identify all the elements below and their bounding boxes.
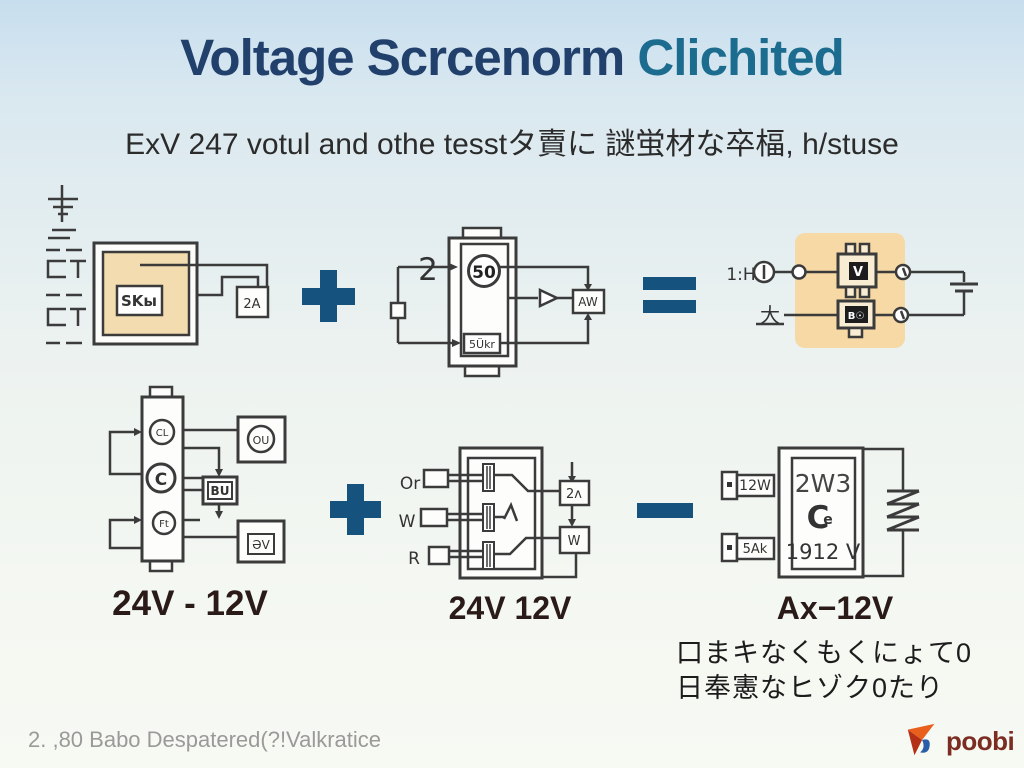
out1-label: 2ʌ	[566, 487, 582, 502]
cell3-label: Ft	[159, 519, 169, 530]
notes-line-1: 口まキなくもくにょて0	[676, 638, 973, 668]
ground-label: 大	[760, 303, 780, 327]
chip-v-label: V	[853, 265, 863, 280]
rating-bottom-label: 1912 V	[786, 540, 861, 564]
source-label: 1:H	[726, 265, 755, 285]
caption-right: Ax−12V	[776, 590, 894, 626]
circuit-top-right: 1:H V 大 B☉	[726, 233, 978, 348]
caption-middle: 24V 12V	[448, 590, 572, 626]
shunt-label: 5Ükr	[469, 338, 495, 351]
out2-label: W	[568, 534, 581, 549]
chip-b-label: B☉	[848, 311, 865, 322]
title-main: Voltage Scrcenorm	[180, 29, 625, 86]
conn1-label: 12W	[739, 478, 771, 494]
page-title: Voltage Scrcenorm Clichited	[0, 28, 1024, 87]
brand-logo: poobi	[903, 722, 1015, 760]
brand-logo-text: poobi	[946, 725, 1015, 756]
notes-line-2: 日奉憲なヒゾク0たり	[676, 673, 945, 703]
in3-label: R	[408, 549, 420, 569]
box-9v-label: ƏV	[252, 538, 270, 552]
brand-logo-icon	[907, 723, 935, 756]
title-accent: Clichited	[637, 29, 844, 86]
circuit-bottom-middle: Or W R 2ʌ W	[399, 446, 591, 580]
equals-icon	[643, 277, 696, 313]
box-ou-label: OU	[253, 434, 270, 447]
ground-symbol-column	[46, 185, 86, 345]
in2-label: W	[399, 512, 416, 532]
chip-label: SKы	[121, 292, 157, 310]
in1-label: Or	[400, 474, 420, 494]
circuit-bottom-right: 2W3 C e 1912 V 12W 5Ak	[720, 446, 920, 579]
circuit-top-middle: 50 5Ükr 2 AW	[389, 226, 606, 378]
input-label: 2	[418, 252, 438, 288]
circuit-bottom-left: CL C Ft OU BU ƏV	[108, 385, 287, 573]
caption-left: 24V - 12V	[112, 584, 268, 623]
cell1-label: CL	[156, 428, 169, 439]
maker-logo-sub: e	[823, 512, 833, 528]
dial-label: 50	[472, 263, 496, 283]
footer-caption: 2. ,80 Babo Despatered(?!Valkratice	[28, 727, 382, 752]
plus-icon-top	[302, 270, 355, 322]
circuit-top-left: SKы 2A	[92, 241, 270, 346]
conn2-label: 5Ak	[743, 542, 768, 557]
subtitle: ExV 247 votul and othe tesstタ賣に 謎蛍材な卒楅, …	[125, 128, 899, 161]
output-label: AW	[578, 295, 598, 309]
maker-logo: C	[807, 500, 830, 536]
load-label: 2A	[243, 297, 260, 312]
notes-block: 口まキなくもくにょて0 日奉憲なヒゾク0たり	[676, 636, 972, 706]
box-bu-label: BU	[211, 484, 230, 498]
minus-icon	[637, 503, 693, 518]
rating-top-label: 2W3	[795, 469, 852, 498]
plus-icon-bottom	[330, 484, 381, 535]
cell2-label: C	[155, 470, 167, 490]
